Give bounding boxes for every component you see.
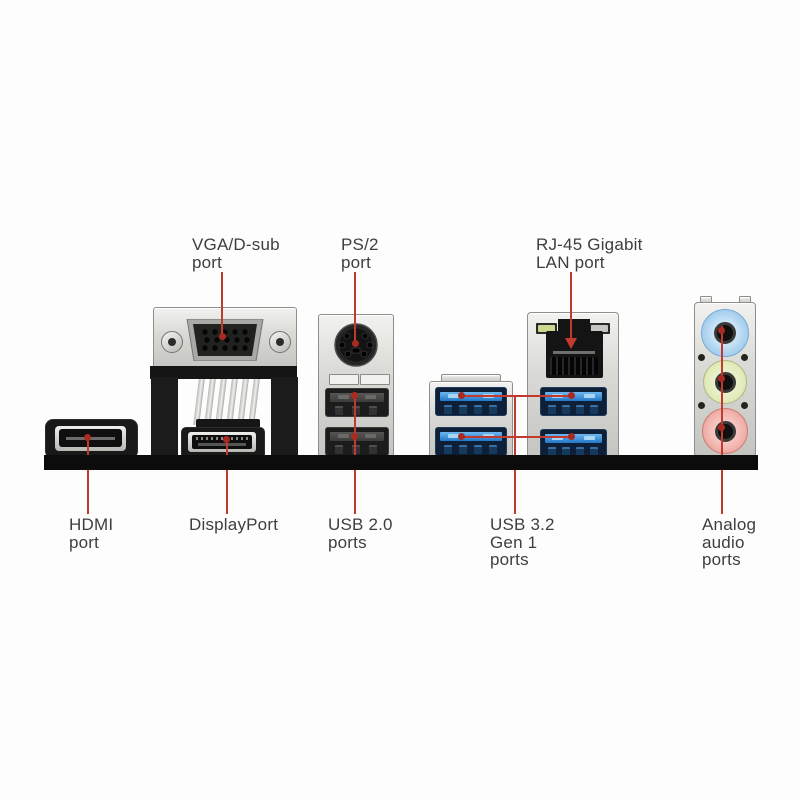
leader-line-usb2 <box>354 392 356 514</box>
usb3-gen1-port-1 <box>435 387 507 416</box>
leader-line-usb3-bottom <box>461 436 573 438</box>
screw-dot <box>698 354 705 361</box>
vent-window <box>360 374 390 385</box>
panel-edge-bar <box>44 455 758 470</box>
label-displayport: DisplayPort <box>189 516 278 534</box>
rj45-tab <box>558 319 590 333</box>
lan-led-right <box>589 323 610 334</box>
displayport <box>181 427 265 459</box>
label-line: HDMI <box>69 515 114 534</box>
label-line: USB 2.0 <box>328 515 393 534</box>
label-line: port <box>341 252 372 272</box>
hdmi-port <box>45 419 138 459</box>
leader-line-vga <box>221 272 223 336</box>
vga-bracket-strip <box>150 366 297 379</box>
label-line: ports <box>490 550 529 569</box>
label-line: port <box>69 532 100 552</box>
usb3-gen1-port-2 <box>435 427 507 456</box>
label-line: LAN port <box>536 252 605 272</box>
usb2-port-2 <box>325 427 389 456</box>
leader-line-usb3-vertical <box>514 395 516 514</box>
label-usb3-ports: USB 3.2 Gen 1 ports <box>490 516 555 569</box>
vga-dsub-connector <box>186 319 264 361</box>
leader-dot-usb2-top <box>351 392 358 399</box>
leader-line-lan <box>570 272 572 340</box>
label-ps2-port: PS/2 port <box>341 236 379 271</box>
vga-screw-post-right <box>269 331 291 353</box>
vga-screw-post-left <box>161 331 183 353</box>
leader-line-displayport <box>226 438 228 514</box>
label-line: PS/2 <box>341 235 379 254</box>
label-lan-port: RJ-45 Gigabit LAN port <box>536 236 643 271</box>
rj45-slot <box>553 351 595 354</box>
audio-line-out-jack <box>703 360 747 404</box>
displayport-rim <box>188 432 256 452</box>
displayport-tongue <box>198 443 246 446</box>
leader-dot-audio-3 <box>718 424 725 431</box>
label-line: audio <box>702 532 745 552</box>
leader-dot-usb3-3 <box>458 433 465 440</box>
label-usb2-ports: USB 2.0 ports <box>328 516 393 551</box>
leader-line-ps2 <box>354 272 356 341</box>
leader-dot-usb3-2 <box>568 392 575 399</box>
leader-line-hdmi <box>87 436 89 514</box>
bracket-pillar-left <box>151 377 178 456</box>
jack-hole <box>714 322 736 344</box>
leader-dot-vga <box>219 333 226 340</box>
leader-dot-usb3-4 <box>568 433 575 440</box>
label-line: port <box>192 252 223 272</box>
vga-d-sub-port <box>153 307 297 370</box>
label-analog-audio-ports: Analog audio ports <box>702 516 756 569</box>
label-line: Analog <box>702 515 757 534</box>
bracket-pillar-right <box>271 377 298 456</box>
displayport-pins <box>196 437 248 440</box>
leader-dot-audio-2 <box>718 375 725 382</box>
label-line: RJ-45 Gigabit <box>536 235 643 254</box>
audio-mic-jack <box>702 408 748 454</box>
leader-dot-hdmi <box>84 434 91 441</box>
leader-arrow-lan <box>565 338 577 349</box>
label-line: ports <box>328 532 367 552</box>
leader-line-audio <box>721 326 723 514</box>
rj45-contact-teeth <box>550 357 598 375</box>
usb3-left-stack <box>429 381 513 460</box>
screw-dot <box>698 402 705 409</box>
leader-dot-usb2-bottom <box>351 433 358 440</box>
displayport-slot <box>192 435 252 449</box>
label-hdmi-port: HDMI port <box>69 516 113 551</box>
label-line: USB 3.2 <box>490 515 555 534</box>
leader-line-usb3-top <box>461 395 573 397</box>
audio-line-in-jack <box>701 309 749 357</box>
leader-dot-audio-1 <box>718 327 725 334</box>
leader-dot-ps2 <box>352 340 359 347</box>
leader-dot-usb3-1 <box>458 392 465 399</box>
screw-dot <box>741 402 748 409</box>
label-line: ports <box>702 550 741 569</box>
label-vga-port: VGA/D-sub port <box>192 236 280 271</box>
label-line: VGA/D-sub <box>192 235 280 254</box>
label-line: Gen 1 <box>490 532 538 552</box>
label-line: DisplayPort <box>189 515 279 534</box>
screw-dot <box>741 354 748 361</box>
lan-led-left <box>536 323 557 334</box>
screw-hole <box>168 338 176 346</box>
audio-stack <box>694 302 756 457</box>
vent-window <box>329 374 359 385</box>
usb3-gen1-port-3 <box>540 387 607 416</box>
leader-dot-displayport <box>223 436 230 443</box>
screw-hole <box>276 338 284 346</box>
